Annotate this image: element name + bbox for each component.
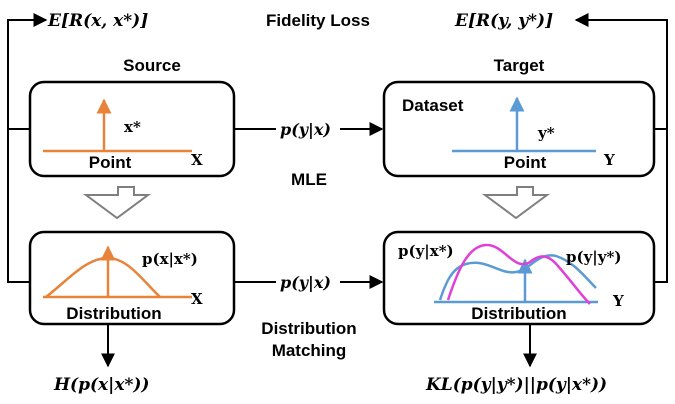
source-point-axis-label: X — [191, 151, 203, 169]
target-distribution-axis-label: Y — [612, 292, 624, 310]
source-distribution-expr: p(x|x*) — [142, 250, 198, 268]
distribution-matching-line1: Distribution — [261, 319, 356, 338]
source-distribution-label: Distribution — [66, 304, 161, 323]
left-feedback-arrow — [7, 13, 48, 283]
target-hollow-down-arrow — [481, 186, 551, 220]
target-expr-left: p(y|x*) — [398, 242, 454, 260]
kl-label: KL(p(y|y*)||p(y|x*)) — [425, 375, 607, 395]
target-point-axis-label: Y — [603, 151, 615, 169]
target-expectation: E[R(y, y*)] — [454, 11, 553, 31]
source-expectation: E[R(x, x*)] — [47, 11, 148, 31]
dataset-label: Dataset — [402, 96, 464, 115]
source-title: Source — [123, 56, 181, 75]
target-point-label: Point — [504, 153, 547, 172]
distribution-matching-line2: Matching — [272, 341, 347, 360]
target-point-var: y* — [537, 124, 555, 142]
source-hollow-down-arrow — [82, 186, 152, 220]
source-distribution-box — [28, 230, 236, 326]
target-title: Target — [494, 56, 545, 75]
model-top-label: p(y|x) — [280, 120, 331, 139]
mle-label: MLE — [291, 170, 327, 189]
source-point-label: Point — [89, 153, 132, 172]
source-distribution-axis-label: X — [191, 290, 203, 308]
target-distribution-magenta-curve — [446, 243, 591, 305]
target-distribution-blue-curve — [438, 254, 597, 301]
target-point-box — [382, 80, 656, 178]
target-distribution-label: Distribution — [471, 304, 566, 323]
target-expr-right: p(y|y*) — [566, 248, 621, 266]
right-feedback-arrow — [574, 13, 668, 283]
source-point-var: x* — [124, 118, 141, 136]
model-bottom-label: p(y|x) — [280, 273, 331, 292]
fidelity-loss-label: Fidelity Loss — [266, 11, 370, 30]
entropy-label: H(p(x|x*)) — [53, 375, 149, 395]
